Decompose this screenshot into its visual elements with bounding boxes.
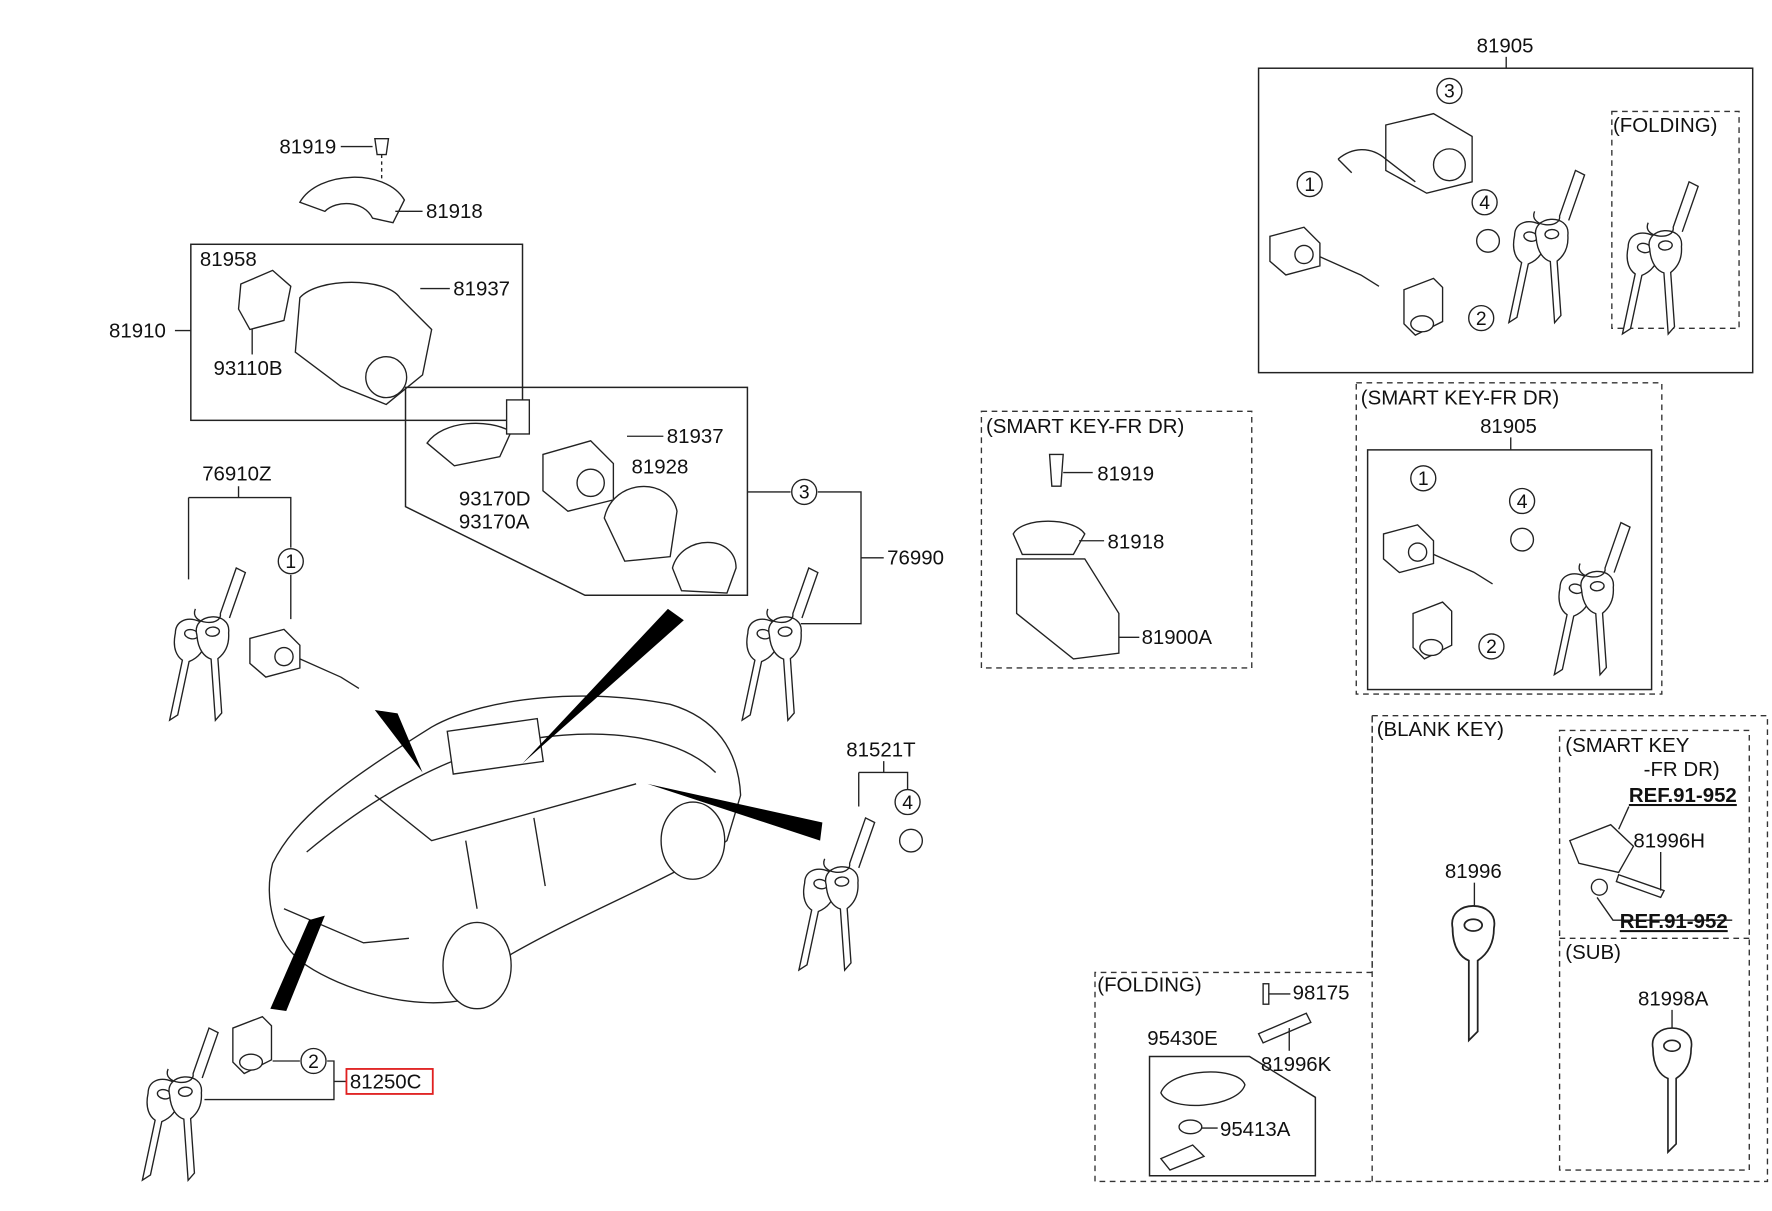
group-ignition-lower: 81937 81928 93170D 93170A 3 76990 [404,386,944,724]
svg-text:3: 3 [799,483,810,504]
label-93110B[interactable]: 93110B [214,357,283,380]
group-folding: (FOLDING) 98175 95430E 81996K 95413A [1097,974,1350,1177]
group-smart-key-fr-dr-right: (SMART KEY-FR DR) 81905 1 4 2 [1355,382,1663,695]
callout-4: 4 [1471,189,1498,216]
ref-91-952-link[interactable]: REF.91-952 [1629,784,1737,807]
label-blank-key: (BLANK KEY) [1377,718,1504,741]
callout-3: 3 [791,478,818,506]
label-81900A[interactable]: 81900A [1142,626,1213,649]
label-81919[interactable]: 81919 [1097,463,1154,486]
ignition-cylinder-part [1337,112,1473,194]
label-81918[interactable]: 81918 [426,200,483,223]
label-fr-dr: -FR DR) [1644,758,1720,781]
label-81905[interactable]: 81905 [1477,34,1534,57]
callout-4: 4 [894,788,921,816]
label-81996[interactable]: 81996 [1445,860,1502,883]
label-93170D[interactable]: 93170D [459,488,531,511]
callout-1: 1 [1296,170,1323,198]
svg-text:1: 1 [1418,469,1429,490]
svg-text:4: 4 [1517,492,1528,513]
label-smart-key: (SMART KEY [1565,734,1690,757]
label-81910[interactable]: 81910 [109,319,166,342]
label-81998A[interactable]: 81998A [1638,987,1709,1010]
label-98175[interactable]: 98175 [1293,982,1350,1005]
group-76910Z: 76910Z 1 [157,463,360,725]
label-folding: (FOLDING) [1613,114,1717,137]
group-blank-key: (BLANK KEY) 81996 [1094,715,1769,1183]
label-81996K[interactable]: 81996K [1261,1053,1332,1076]
svg-text:3: 3 [1444,82,1455,103]
svg-text:2: 2 [1476,309,1487,330]
group-81250C: 2 81250C [130,1016,434,1185]
label-sub: (SUB) [1565,941,1621,964]
svg-text:2: 2 [308,1052,319,1073]
label-81919[interactable]: 81919 [279,135,336,158]
label-smart-key-fr-dr: (SMART KEY-FR DR) [986,415,1184,438]
svg-text:4: 4 [902,793,913,814]
label-81250C[interactable]: 81250C [350,1070,422,1093]
label-81937[interactable]: 81937 [667,425,724,448]
svg-text:1: 1 [285,552,296,573]
group-ignition-upper: 81919 81918 81910 81958 93110B 81937 [109,135,524,422]
callout-1: 1 [277,548,304,575]
callout-2: 2 [1468,304,1495,332]
svg-text:4: 4 [1479,193,1490,214]
label-76910Z[interactable]: 76910Z [202,463,271,486]
group-smart-key-fr-dr-left: (SMART KEY-FR DR) 81919 81918 81900A [980,410,1253,669]
label-95430E[interactable]: 95430E [1147,1027,1217,1050]
callout-4: 4 [1508,487,1536,515]
svg-text:2: 2 [1486,637,1497,658]
label-81996H[interactable]: 81996H [1633,829,1705,852]
label-81521T[interactable]: 81521T [846,739,916,762]
callout-3: 3 [1436,77,1463,105]
svg-text:1: 1 [1304,175,1315,196]
label-95413A[interactable]: 95413A [1220,1118,1291,1141]
group-81521T: 81521T 4 [786,739,924,975]
ref-91-952-link[interactable]: REF.91-952 [1620,910,1728,933]
label-81928[interactable]: 81928 [632,456,689,479]
highlight-box [345,1068,434,1095]
group-81905-top: 81905 (FOLDING) 3 1 4 2 [1257,34,1754,374]
callout-2: 2 [1478,633,1505,660]
car-illustration [268,608,823,1012]
label-76990[interactable]: 76990 [887,547,944,570]
label-folding: (FOLDING) [1097,974,1201,997]
label-81937[interactable]: 81937 [453,277,510,300]
label-81958[interactable]: 81958 [200,248,257,271]
label-smart-key-fr-dr: (SMART KEY-FR DR) [1361,386,1559,409]
callout-2: 2 [300,1047,327,1075]
label-93170A[interactable]: 93170A [459,510,530,533]
label-81918[interactable]: 81918 [1108,531,1165,554]
group-smart-key: (SMART KEY -FR DR) REF.91-952 81996H REF… [1558,729,1750,1171]
label-81905[interactable]: 81905 [1480,415,1537,438]
callout-1: 1 [1410,465,1437,492]
